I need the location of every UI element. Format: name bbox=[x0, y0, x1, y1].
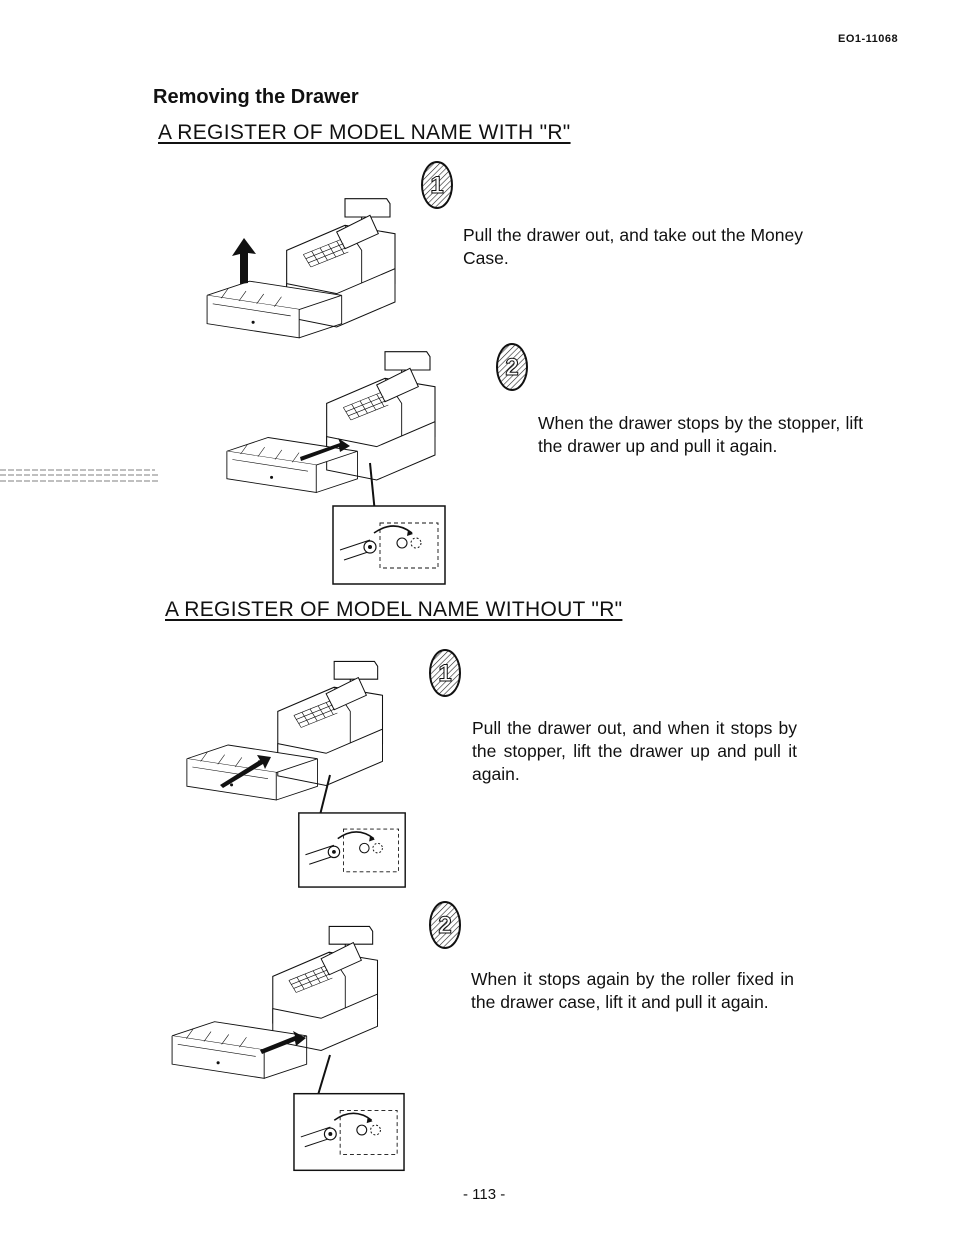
document-number: EO1-11068 bbox=[838, 33, 899, 45]
step-text: Pull the drawer out, and take out the Mo… bbox=[463, 225, 803, 268]
figure-register-drawer-pull bbox=[186, 660, 406, 888]
figure-register-drawer-stopper bbox=[226, 351, 446, 585]
section-heading-without-r: A REGISTER OF MODEL NAME WITHOUT "R" bbox=[165, 598, 623, 621]
page-number: - 113 - bbox=[463, 1186, 506, 1203]
step-number-badge: 2 bbox=[496, 343, 528, 391]
svg-text:2: 2 bbox=[438, 912, 451, 939]
figure-register-money-case bbox=[206, 198, 396, 339]
svg-text:2: 2 bbox=[505, 354, 518, 381]
step-text: Pull the drawer out, and when it stops b… bbox=[472, 718, 797, 784]
page-title: Removing the Drawer bbox=[153, 86, 359, 108]
step-number-badge: 1 bbox=[421, 161, 453, 209]
section-heading-with-r: A REGISTER OF MODEL NAME WITH "R" bbox=[158, 121, 571, 144]
step-text: When it stops again by the roller fixed … bbox=[471, 969, 794, 1012]
step-number-badge: 1 bbox=[429, 649, 461, 697]
svg-text:1: 1 bbox=[430, 172, 443, 199]
scan-artifact-lines bbox=[0, 469, 160, 482]
step-number-badge: 2 bbox=[429, 901, 461, 949]
step-text: When the drawer stops by the stopper, li… bbox=[538, 413, 863, 456]
svg-text:1: 1 bbox=[438, 660, 451, 687]
figure-register-drawer-roller bbox=[171, 925, 405, 1172]
